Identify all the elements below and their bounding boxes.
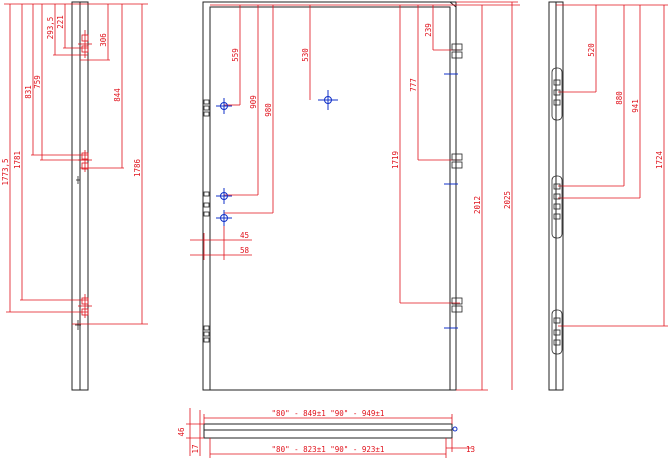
crosshair-marker-909 — [216, 188, 232, 204]
front-view: 559 909 980 530 45 58 239 777 1719 2012 … — [190, 1, 520, 391]
dim-58: 58 — [240, 246, 250, 255]
door-frame-inner — [209, 6, 451, 391]
dim-221: 221 — [56, 15, 65, 29]
right-side-view: 520 880 941 1724 — [548, 1, 668, 391]
dim-1773-5: 1773,5 — [1, 158, 10, 185]
dim-46: 46 — [177, 427, 186, 437]
crosshair-marker-559 — [216, 98, 232, 114]
section-profile — [203, 423, 453, 439]
right-lock-plate-top — [551, 67, 563, 121]
dim-844: 844 — [113, 88, 122, 102]
dim-13: 13 — [466, 445, 475, 454]
front-left-hardware-middle — [203, 191, 210, 217]
dim-941: 941 — [631, 99, 640, 113]
right-lock-plate-middle — [551, 175, 563, 239]
front-left-hardware-top — [203, 99, 210, 117]
section-bottom-dimension-text: "80" - 823±1 "90" - 923±1 — [272, 445, 385, 454]
dim-520: 520 — [587, 43, 596, 57]
dim-831: 831 — [24, 85, 33, 99]
dim-1781: 1781 — [13, 151, 22, 169]
left-hinge-top — [78, 30, 92, 58]
left-hinge-middle — [78, 150, 92, 172]
dim-293-5: 293,5 — [46, 17, 55, 40]
dim-45: 45 — [240, 231, 249, 240]
dim-17: 17 — [191, 444, 200, 453]
dim-306: 306 — [99, 33, 108, 47]
dim-880: 880 — [615, 91, 624, 105]
dim-530: 530 — [301, 48, 310, 62]
crosshair-marker-530 — [318, 90, 338, 110]
front-right-hinge-top — [444, 43, 463, 75]
front-right-hinge-middle — [444, 153, 463, 185]
dim-2025: 2025 — [503, 191, 512, 209]
dim-1724: 1724 — [655, 150, 664, 169]
dim-777: 777 — [409, 78, 418, 92]
right-lock-plate-bottom — [551, 309, 563, 355]
dim-909: 909 — [249, 95, 258, 109]
dim-2012: 2012 — [473, 196, 482, 214]
dim-559: 559 — [231, 48, 240, 62]
dim-759: 759 — [33, 75, 42, 89]
front-left-hardware-bottom — [203, 325, 210, 343]
crosshair-marker-980 — [216, 210, 232, 226]
front-right-hinge-bottom — [444, 297, 463, 329]
left-side-view: 1773,5 1781 831 759 293,5 221 306 844 17… — [1, 1, 148, 391]
bottom-section-view: "80" - 849±1 "90" - 949±1 "80" - 823±1 "… — [177, 408, 475, 458]
dim-1719: 1719 — [391, 151, 400, 169]
dim-980: 980 — [264, 103, 273, 117]
dim-1786: 1786 — [133, 158, 142, 177]
dim-239: 239 — [424, 23, 433, 37]
left-hinge-bottom — [78, 294, 92, 318]
section-top-dimension-text: "80" - 849±1 "90" - 949±1 — [272, 409, 385, 418]
